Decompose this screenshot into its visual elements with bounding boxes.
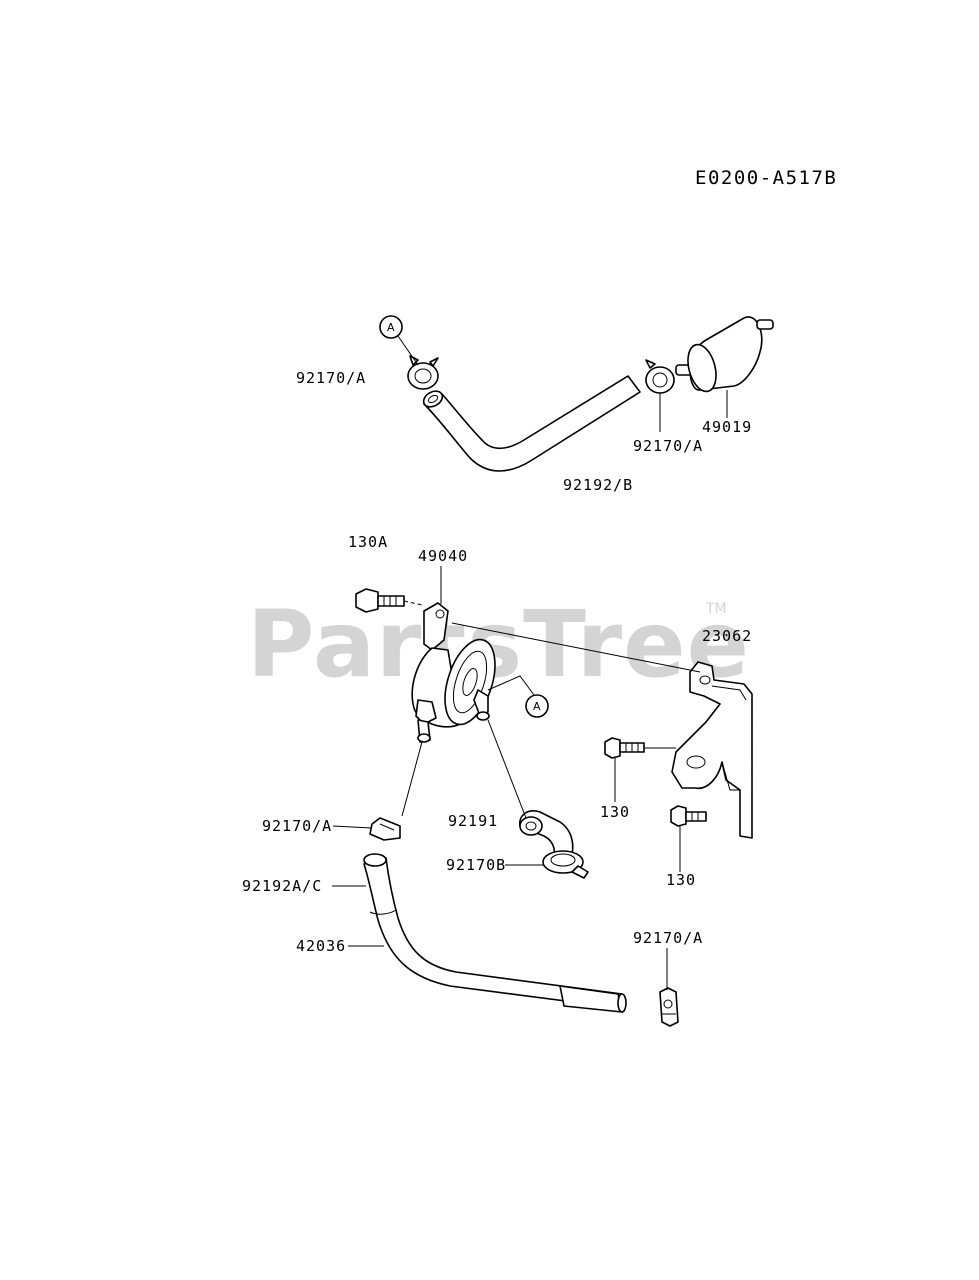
clamp-top-left[interactable] bbox=[407, 355, 439, 390]
label-bracket[interactable]: 23062 bbox=[702, 627, 752, 645]
leader-bracket bbox=[451, 622, 701, 673]
leader-clamp-mid-left bbox=[332, 825, 373, 829]
label-hose-42036[interactable]: 42036 bbox=[296, 937, 346, 955]
label-bolt-130-upper[interactable]: 130 bbox=[600, 803, 630, 821]
leader-elbow-hose bbox=[487, 719, 527, 819]
leader-pump-to-clamp bbox=[401, 741, 423, 817]
bolt-130-upper[interactable] bbox=[604, 737, 676, 759]
label-elbow-hose[interactable]: 92191 bbox=[448, 812, 498, 830]
bolt-130-lower[interactable] bbox=[670, 805, 707, 827]
fuel-filter-49019[interactable] bbox=[675, 316, 774, 395]
label-fuel-pump[interactable]: 49040 bbox=[418, 547, 468, 565]
label-clamp-top-right[interactable]: 92170/A bbox=[633, 437, 703, 455]
label-bolt-130-lower[interactable]: 130 bbox=[666, 871, 696, 889]
svg-text:A: A bbox=[533, 700, 541, 713]
clamp-92170b[interactable] bbox=[542, 850, 589, 879]
label-hose-top[interactable]: 92192/B bbox=[563, 476, 633, 494]
label-clamp-92170b[interactable]: 92170B bbox=[446, 856, 506, 874]
svg-text:A: A bbox=[387, 321, 395, 334]
elbow-hose-92191[interactable] bbox=[519, 810, 574, 861]
label-clamp-mid-left[interactable]: 92170/A bbox=[262, 817, 332, 835]
label-fuel-filter[interactable]: 49019 bbox=[702, 418, 752, 436]
callout-a-top: A bbox=[379, 315, 419, 366]
callout-a-mid: A bbox=[487, 675, 549, 718]
label-hose-92192ac[interactable]: 92192A/C bbox=[242, 877, 322, 895]
clamp-bottom-right[interactable] bbox=[659, 987, 679, 1027]
label-clamp-top-left[interactable]: 92170/A bbox=[296, 369, 366, 387]
label-clamp-bottom-right[interactable]: 92170/A bbox=[633, 929, 703, 947]
watermark-brand: PartsTree bbox=[247, 591, 750, 698]
hose-42036[interactable] bbox=[363, 853, 627, 1013]
clamp-top-right[interactable] bbox=[645, 359, 675, 394]
watermark-trademark: TM bbox=[705, 601, 727, 617]
label-bolt-130a[interactable]: 130A bbox=[348, 533, 388, 551]
fuel-pump-49040[interactable] bbox=[411, 602, 504, 743]
clamp-mid-left[interactable] bbox=[369, 817, 401, 841]
bracket-23062[interactable] bbox=[671, 661, 753, 839]
diagram-code: E0200-A517B bbox=[695, 167, 837, 189]
bolt-130a[interactable] bbox=[355, 588, 423, 613]
hose-92192b[interactable] bbox=[421, 375, 641, 472]
